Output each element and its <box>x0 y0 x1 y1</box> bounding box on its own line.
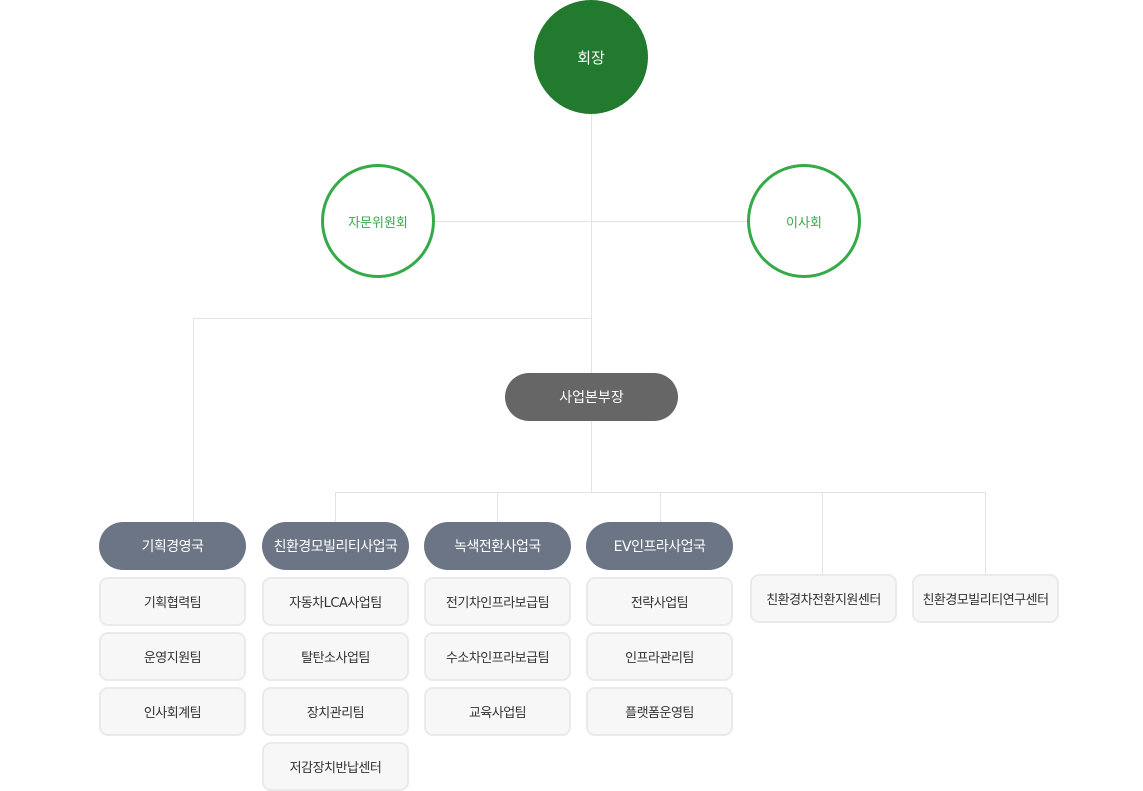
center-node[interactable]: 친환경차전환지원센터 <box>750 574 897 623</box>
dept-eco-mobility[interactable]: 친환경모빌리티사업국 <box>262 522 409 570</box>
team-node[interactable]: 장치관리팀 <box>262 687 409 736</box>
dept-planning[interactable]: 기획경영국 <box>99 522 246 570</box>
center-node[interactable]: 친환경모빌리티연구센터 <box>912 574 1059 623</box>
team-node[interactable]: 저감장치반납센터 <box>262 742 409 791</box>
team-node[interactable]: 교육사업팀 <box>424 687 571 736</box>
team-node[interactable]: 전략사업팀 <box>586 577 733 626</box>
dept-ev-infra[interactable]: EV인프라사업국 <box>586 522 733 570</box>
team-node[interactable]: 전기차인프라보급팀 <box>424 577 571 626</box>
connector-line <box>193 318 591 319</box>
team-node[interactable]: 자동차LCA사업팀 <box>262 577 409 626</box>
connector-line <box>434 221 748 222</box>
hq-director-node[interactable]: 사업본부장 <box>505 373 678 421</box>
dept-green-transition[interactable]: 녹색전환사업국 <box>424 522 571 570</box>
chairman-node[interactable]: 회장 <box>534 0 648 114</box>
team-node[interactable]: 탈탄소사업팀 <box>262 632 409 681</box>
connector-line <box>193 318 194 522</box>
connector-line <box>497 492 498 522</box>
board-node[interactable]: 이사회 <box>747 164 861 278</box>
connector-line <box>591 113 592 492</box>
team-node[interactable]: 인프라관리팀 <box>586 632 733 681</box>
team-node[interactable]: 기획협력팀 <box>99 577 246 626</box>
team-node[interactable]: 운영지원팀 <box>99 632 246 681</box>
team-node[interactable]: 인사회계팀 <box>99 687 246 736</box>
connector-line <box>985 492 986 574</box>
connector-line <box>660 492 661 522</box>
team-node[interactable]: 플랫폼운영팀 <box>586 687 733 736</box>
connector-line <box>822 492 823 574</box>
connector-line <box>335 492 336 522</box>
team-node[interactable]: 수소차인프라보급팀 <box>424 632 571 681</box>
advisory-committee-node[interactable]: 자문위원회 <box>321 164 435 278</box>
